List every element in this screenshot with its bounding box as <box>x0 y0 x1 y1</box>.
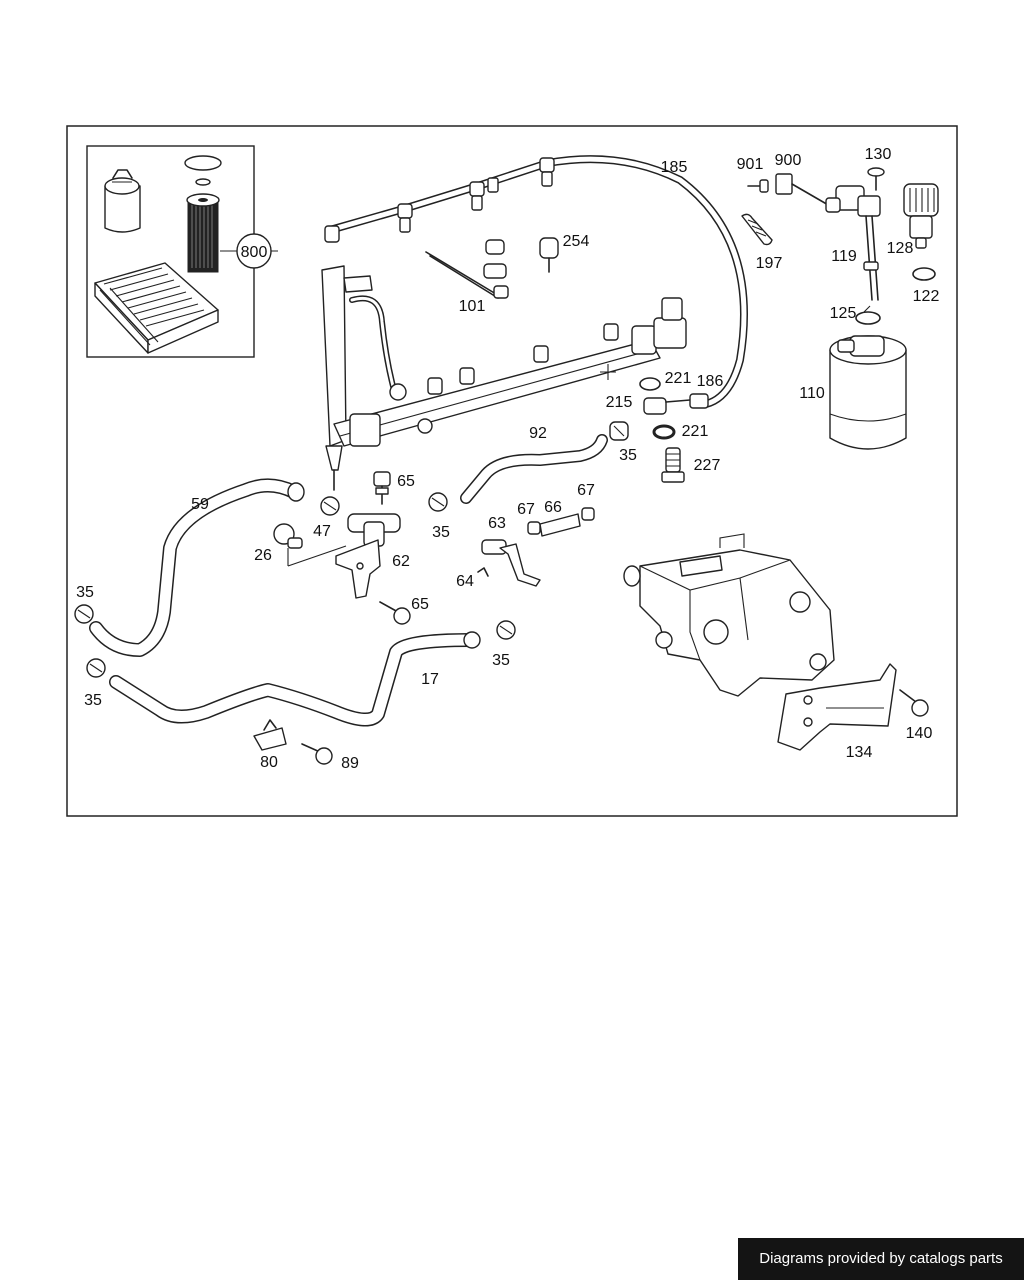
fuel-rail <box>333 297 687 447</box>
label-130: 130 <box>865 146 892 163</box>
screw-130 <box>867 167 885 191</box>
bolt-89 <box>301 743 333 765</box>
label-215: 215 <box>606 394 633 411</box>
label-221-top: 221 <box>665 370 692 387</box>
label-110: 110 <box>799 385 825 402</box>
label-134: 134 <box>846 744 873 761</box>
inset-filter-element <box>184 155 222 273</box>
fitting-215 <box>643 393 709 415</box>
cap-128 <box>903 183 939 249</box>
bolt-65-top <box>373 471 391 505</box>
spring-197 <box>741 213 773 246</box>
label-197: 197 <box>756 255 783 272</box>
hose-59 <box>89 478 305 657</box>
label-67-right: 67 <box>577 482 595 499</box>
banjo-bolt-227 <box>661 447 685 483</box>
label-900: 900 <box>775 152 802 169</box>
label-17: 17 <box>421 671 439 688</box>
label-63: 63 <box>488 515 506 532</box>
label-89: 89 <box>341 755 359 772</box>
bolt-65-lower <box>379 601 411 625</box>
clamp-35-center <box>428 492 448 512</box>
clamp-26 <box>273 523 347 567</box>
hose-92 <box>460 434 608 504</box>
label-65-lower: 65 <box>411 596 429 613</box>
label-67-left: 67 <box>517 501 535 518</box>
bracket-134 <box>777 663 897 751</box>
leader-lines <box>220 250 871 313</box>
clip-254 <box>539 237 559 273</box>
connector-900 <box>775 173 831 207</box>
label-186: 186 <box>697 373 724 390</box>
label-128: 128 <box>887 240 914 257</box>
part-labels: 800 185 901 900 130 254 197 119 128 122 … <box>76 146 939 772</box>
sensor-119 <box>825 185 881 301</box>
diagram-frame <box>66 125 958 817</box>
label-64: 64 <box>456 573 474 590</box>
label-35-right: 35 <box>492 652 510 669</box>
credit-banner: Diagrams provided by catalogs parts <box>738 1238 1024 1280</box>
label-92: 92 <box>529 425 547 442</box>
washer-221-bottom <box>652 424 676 440</box>
label-80: 80 <box>260 754 278 771</box>
label-26: 26 <box>254 547 272 564</box>
label-101: 101 <box>459 298 486 315</box>
label-901: 901 <box>737 156 764 173</box>
bolt-140 <box>899 689 929 717</box>
pipe-66 <box>527 507 595 537</box>
label-35-left-upper: 35 <box>76 584 94 601</box>
tee-connector-62 <box>335 513 401 599</box>
label-35-left-lower: 35 <box>84 692 102 709</box>
label-185: 185 <box>661 159 688 176</box>
clamp-35-upper <box>609 421 629 441</box>
label-140: 140 <box>906 725 933 742</box>
sensor-901 <box>747 179 769 193</box>
label-47: 47 <box>313 523 331 540</box>
clamp-35-right <box>496 620 516 640</box>
clamp-35-left-lower <box>86 658 106 678</box>
label-254: 254 <box>563 233 590 250</box>
bracket-63 <box>477 539 541 587</box>
label-59: 59 <box>191 496 209 513</box>
hose-17 <box>109 631 481 727</box>
label-125: 125 <box>830 305 857 322</box>
label-227: 227 <box>694 457 721 474</box>
label-800: 800 <box>241 244 268 261</box>
label-65-top: 65 <box>397 473 415 490</box>
cable-tie-101 <box>425 239 509 299</box>
label-35-center: 35 <box>432 524 450 541</box>
label-221-bottom: 221 <box>682 423 709 440</box>
service-kit-inset <box>86 145 272 358</box>
clamp-47 <box>320 496 340 516</box>
pump-housing <box>623 533 835 697</box>
o-ring-125 <box>855 311 881 325</box>
clamp-35-left-upper <box>74 604 94 624</box>
return-hose-185 <box>324 155 748 408</box>
hose-tee-fittings <box>324 157 555 243</box>
clip-80 <box>253 719 287 751</box>
washer-221-top <box>639 377 661 391</box>
fuel-filter-110 <box>829 335 907 450</box>
label-119: 119 <box>831 248 857 265</box>
label-122: 122 <box>913 288 940 305</box>
credit-text: Diagrams provided by catalogs parts <box>759 1250 1003 1267</box>
injector <box>321 265 397 491</box>
inset-air-filter <box>94 262 219 354</box>
o-ring-122 <box>912 267 936 281</box>
inset-fuel-filter <box>104 169 141 233</box>
label-35-upper: 35 <box>619 447 637 464</box>
label-62: 62 <box>392 553 410 570</box>
label-66: 66 <box>544 499 562 516</box>
